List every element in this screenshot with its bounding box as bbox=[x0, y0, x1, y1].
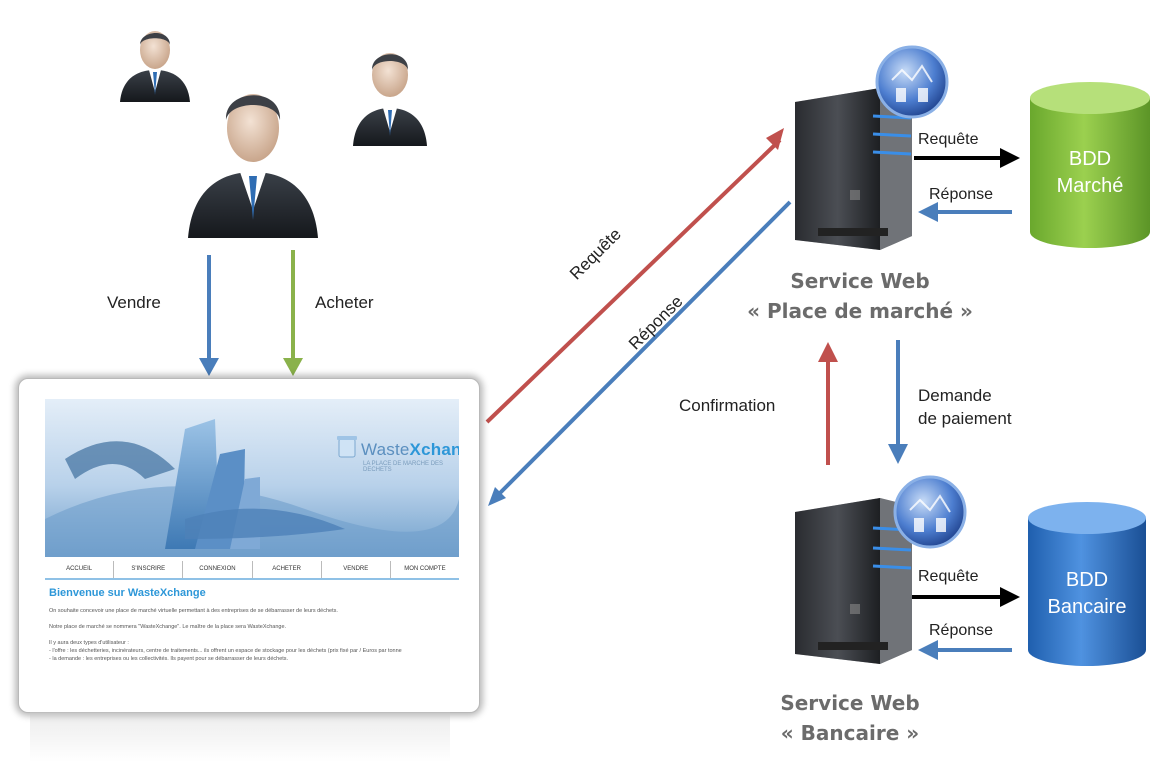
banner-city-icon bbox=[45, 419, 459, 557]
bank-server-icon bbox=[795, 498, 912, 664]
payment-request-label: Demande de paiement bbox=[918, 386, 1012, 428]
response-arrow-to-website bbox=[493, 200, 792, 500]
menu-item-acheter[interactable]: ACHETER bbox=[253, 561, 322, 578]
bin-logo-icon bbox=[337, 436, 357, 458]
market-response-label: Réponse bbox=[929, 186, 994, 203]
bank-globe-icon bbox=[893, 475, 967, 549]
bank-service-title: Service Web « Bancaire » bbox=[780, 691, 920, 745]
person-large-center-icon bbox=[188, 94, 318, 238]
market-globe-icon bbox=[875, 45, 949, 119]
person-small-left-icon bbox=[120, 31, 190, 102]
website-tagline: LA PLACE DE MARCHE DES DECHETS bbox=[363, 461, 444, 473]
website-reflection bbox=[30, 712, 450, 762]
website-screenshot: WasteXchange LA PLACE DE MARCHE DES DECH… bbox=[18, 378, 480, 713]
menu-item-inscrire[interactable]: S'INSCRIRE bbox=[114, 561, 184, 578]
bank-response-label: Réponse bbox=[929, 622, 994, 639]
market-db-cylinder bbox=[1030, 82, 1150, 248]
bank-db-label: BDD Bancaire bbox=[1047, 569, 1127, 618]
request-arrow-to-market bbox=[485, 138, 782, 424]
sell-label: Vendre bbox=[107, 293, 161, 312]
menu-item-mon-compte[interactable]: MON COMPTE bbox=[404, 566, 446, 572]
menu-item-vendre[interactable]: VENDRE bbox=[322, 561, 391, 578]
market-db-label: BDD Marché bbox=[1056, 148, 1124, 197]
website-welcome-title: Bienvenue sur WasteXchange bbox=[49, 587, 206, 599]
website-banner: WasteXchange LA PLACE DE MARCHE DES DECH… bbox=[45, 399, 459, 557]
person-small-right-icon bbox=[353, 53, 427, 146]
website-menu: ACCUEIL S'INSCRIRE CONNEXION ACHETER VEN… bbox=[45, 561, 459, 580]
website-body-text: On souhaite concevoir une place de march… bbox=[49, 608, 402, 662]
menu-item-connexion[interactable]: CONNEXION bbox=[183, 561, 253, 578]
market-request-label: Requête bbox=[918, 131, 979, 148]
market-server-icon bbox=[795, 88, 912, 250]
bank-request-label: Requête bbox=[918, 568, 979, 585]
confirmation-label: Confirmation bbox=[679, 396, 776, 415]
menu-item-accueil[interactable]: ACCUEIL bbox=[45, 561, 115, 578]
bank-db-cylinder bbox=[1028, 502, 1146, 666]
website-logo: WasteXchange bbox=[361, 440, 459, 459]
buy-label: Acheter bbox=[315, 293, 374, 312]
market-service-title: Service Web « Place de marché » bbox=[747, 269, 973, 323]
